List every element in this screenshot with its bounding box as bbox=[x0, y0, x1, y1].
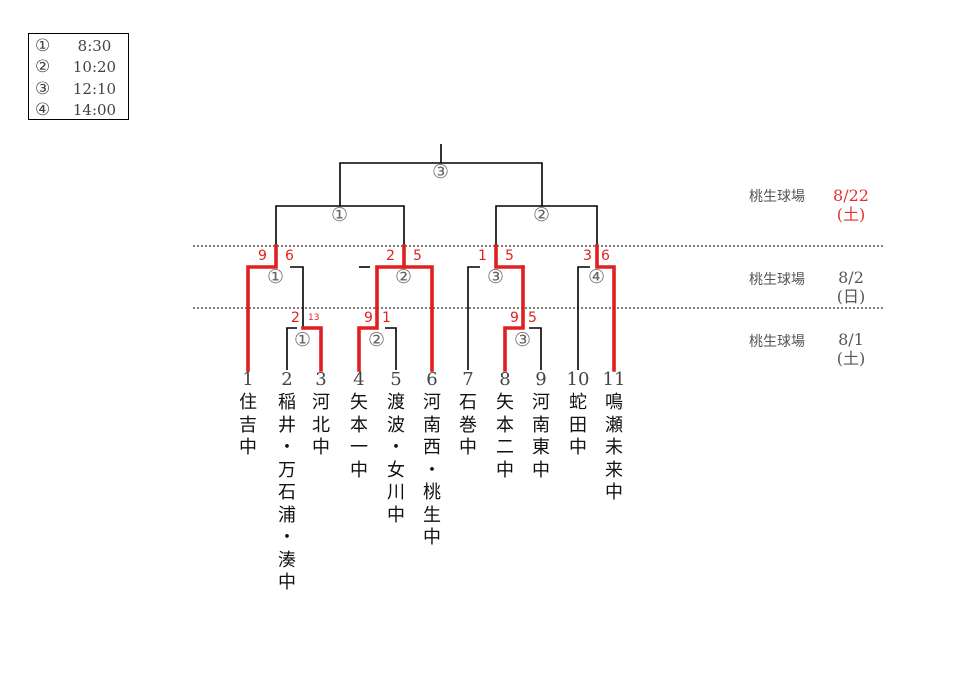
game-number: ② bbox=[35, 57, 51, 78]
score: 9 bbox=[510, 310, 519, 326]
score: 13 bbox=[308, 313, 320, 323]
bracket-lines bbox=[275, 144, 598, 370]
team-number: 10 bbox=[566, 369, 590, 390]
round2-mark: ① bbox=[267, 266, 285, 288]
team-entry: 10 蛇田中 bbox=[564, 370, 592, 460]
final-mark: ③ bbox=[432, 161, 450, 183]
round2-mark: ② bbox=[395, 266, 413, 288]
date-text: 8/2 bbox=[838, 268, 864, 287]
team-name: 河南西・桃生中 bbox=[423, 392, 441, 548]
round-date: 8/2 (日) bbox=[826, 268, 876, 306]
day-text: (日) bbox=[836, 287, 866, 306]
team-number: 8 bbox=[499, 369, 511, 390]
team-entry: 1 住吉中 bbox=[234, 370, 262, 460]
score: 9 bbox=[258, 248, 267, 264]
team-number: 4 bbox=[353, 369, 365, 390]
start-time: 10:20 bbox=[72, 58, 117, 77]
round1-mark: ② bbox=[368, 329, 386, 351]
team-entry: 6 河南西・桃生中 bbox=[418, 370, 446, 550]
score: 5 bbox=[505, 248, 514, 264]
score: 1 bbox=[478, 248, 487, 264]
schedule-row: ② 10:20 bbox=[35, 57, 128, 79]
game-number: ④ bbox=[35, 100, 51, 121]
semifinal-mark: ① bbox=[331, 204, 349, 226]
team-entry: 11 鳴瀬未来中 bbox=[600, 370, 628, 505]
start-time: 8:30 bbox=[77, 36, 112, 55]
score: 2 bbox=[291, 310, 300, 326]
team-entry: 3 河北中 bbox=[307, 370, 335, 460]
schedule-legend: ① 8:30 ② 10:20 ③ 12:10 ④ 14:00 bbox=[28, 33, 129, 120]
team-number: 9 bbox=[535, 369, 547, 390]
round2-mark: ③ bbox=[487, 266, 505, 288]
start-time: 14:00 bbox=[72, 101, 117, 120]
day-text: (土) bbox=[836, 349, 866, 368]
round1-mark: ① bbox=[294, 329, 312, 351]
team-name: 鳴瀬未来中 bbox=[605, 392, 623, 503]
schedule-row: ③ 12:10 bbox=[35, 78, 128, 100]
semifinal-mark: ② bbox=[533, 204, 551, 226]
team-name: 河北中 bbox=[312, 392, 330, 458]
score: 6 bbox=[601, 248, 610, 264]
team-name: 河南東中 bbox=[532, 392, 550, 481]
venue-label: 桃生球場 bbox=[749, 334, 805, 350]
team-name: 蛇田中 bbox=[569, 392, 587, 458]
team-name: 矢本一中 bbox=[350, 392, 368, 481]
score: 1 bbox=[382, 310, 391, 326]
team-entry: 5 渡波・女川中 bbox=[382, 370, 410, 527]
team-entry: 2 稲井・万石浦・湊中 bbox=[273, 370, 301, 595]
game-number: ① bbox=[35, 35, 51, 56]
team-number: 7 bbox=[462, 369, 474, 390]
team-name: 渡波・女川中 bbox=[387, 392, 405, 526]
team-number: 11 bbox=[602, 369, 626, 390]
team-number: 2 bbox=[281, 369, 293, 390]
venue-label: 桃生球場 bbox=[749, 189, 805, 205]
score: 3 bbox=[583, 248, 592, 264]
round2-mark: ④ bbox=[588, 266, 606, 288]
date-text: 8/22 bbox=[833, 186, 869, 205]
team-name: 石巻中 bbox=[459, 392, 477, 458]
game-number: ③ bbox=[35, 78, 51, 99]
team-entry: 9 河南東中 bbox=[527, 370, 555, 482]
winning-path bbox=[246, 244, 616, 372]
score: 9 bbox=[364, 310, 373, 326]
round1-mark: ③ bbox=[514, 329, 532, 351]
day-text: (土) bbox=[836, 205, 866, 224]
team-number: 6 bbox=[426, 369, 438, 390]
venue-label: 桃生球場 bbox=[749, 272, 805, 288]
team-entry: 8 矢本二中 bbox=[491, 370, 519, 482]
schedule-row: ④ 14:00 bbox=[35, 100, 128, 122]
score: 6 bbox=[285, 248, 294, 264]
team-entry: 7 石巻中 bbox=[454, 370, 482, 460]
date-text: 8/1 bbox=[838, 330, 864, 349]
team-number: 3 bbox=[315, 369, 327, 390]
team-name: 住吉中 bbox=[239, 392, 257, 458]
start-time: 12:10 bbox=[72, 79, 117, 98]
team-entry: 4 矢本一中 bbox=[345, 370, 373, 482]
team-number: 1 bbox=[242, 369, 254, 390]
score: 2 bbox=[386, 248, 395, 264]
team-number: 5 bbox=[390, 369, 402, 390]
score: 5 bbox=[528, 310, 537, 326]
schedule-row: ① 8:30 bbox=[35, 35, 128, 57]
team-name: 稲井・万石浦・湊中 bbox=[278, 392, 296, 593]
team-name: 矢本二中 bbox=[496, 392, 514, 481]
round-date: 8/22 (土) bbox=[826, 186, 876, 224]
round-date: 8/1 (土) bbox=[826, 330, 876, 368]
score: 5 bbox=[413, 248, 422, 264]
